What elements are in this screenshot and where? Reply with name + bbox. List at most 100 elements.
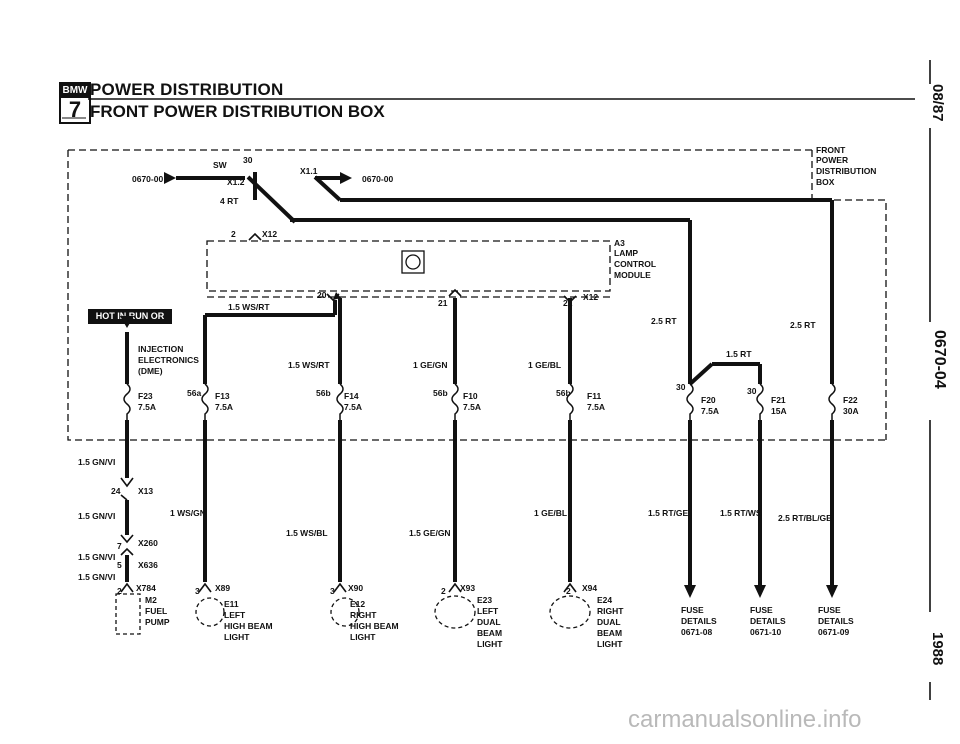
logo-brand: BMW bbox=[61, 84, 89, 98]
bmw-7-logo: BMW 7 bbox=[59, 82, 91, 124]
e24-line-4: LIGHT bbox=[597, 639, 623, 649]
wire-ge-gn-15: 1.5 GE/GN bbox=[409, 528, 451, 538]
box-label-3: DISTRIBUTION bbox=[816, 166, 876, 176]
switch-wire: 4 RT bbox=[220, 196, 239, 206]
wire-rt-bl-ge: 2.5 RT/BL/GE bbox=[778, 513, 832, 523]
switch-conn-pin: 2 bbox=[231, 229, 236, 239]
module-pin-22: 22 bbox=[563, 298, 573, 308]
page-title: POWER DISTRIBUTION bbox=[90, 80, 284, 99]
fuse-f14-id: F14 bbox=[344, 391, 359, 401]
fuse-f23-id: F23 bbox=[138, 391, 153, 401]
fuse-details-3-l2: DETAILS bbox=[818, 616, 854, 626]
m2-id: M2 bbox=[145, 595, 157, 605]
fuse-f13-id: F13 bbox=[215, 391, 230, 401]
x93-pin: 2 bbox=[441, 586, 446, 596]
fuse-f10-id: F10 bbox=[463, 391, 478, 401]
wire-ws-bl: 1.5 WS/BL bbox=[286, 528, 328, 538]
fuse-f11-amp: 7.5A bbox=[587, 402, 605, 412]
e23-line-1: LEFT bbox=[477, 606, 499, 616]
wire-rt-15: 1.5 RT bbox=[726, 349, 752, 359]
switch-x11: X1.1 bbox=[300, 166, 318, 176]
m2-line-1: FUEL bbox=[145, 606, 167, 616]
x94-id: X94 bbox=[582, 583, 597, 593]
fuse-f14-term: 56b bbox=[316, 388, 331, 398]
watermark: carmanualsonline.info bbox=[628, 706, 862, 733]
fuse-f13-amp: 7.5A bbox=[215, 402, 233, 412]
fuse-f11-term: 56b bbox=[556, 388, 571, 398]
module-label-4: MODULE bbox=[614, 270, 651, 280]
e12-line-2: HIGH BEAM bbox=[350, 621, 399, 631]
wire-rt-25a: 2.5 RT bbox=[651, 316, 677, 326]
x260-id: X260 bbox=[138, 538, 158, 548]
m2-line-2: PUMP bbox=[145, 617, 170, 627]
wire-ge-gn: 1 GE/GN bbox=[413, 360, 447, 370]
e23-line-2: DUAL bbox=[477, 617, 501, 627]
wire-ws-rt-mid: 1.5 WS/RT bbox=[288, 360, 330, 370]
wire-ws-gn: 1 WS/GN bbox=[170, 508, 206, 518]
fuse-f20-id: F20 bbox=[701, 395, 716, 405]
wire-gn-vi-2: 1.5 GN/VI bbox=[78, 511, 115, 521]
module-pin-20: 20 bbox=[317, 290, 327, 300]
e23-line-4: LIGHT bbox=[477, 639, 503, 649]
e24-line-1: RIGHT bbox=[597, 606, 624, 616]
dme-line-1: INJECTION bbox=[138, 344, 183, 354]
x90-pin: 3 bbox=[330, 586, 335, 596]
x784-pin: 2 bbox=[117, 586, 122, 596]
box-label-4: BOX bbox=[816, 177, 835, 187]
e12-id: E12 bbox=[350, 599, 365, 609]
e24-line-2: DUAL bbox=[597, 617, 621, 627]
dme-line-3: (DME) bbox=[138, 366, 163, 376]
e24-id: E24 bbox=[597, 595, 612, 605]
box-label-1: FRONT bbox=[816, 145, 846, 155]
x636-pin: 5 bbox=[117, 560, 122, 570]
fuse-details-3-l1: FUSE bbox=[818, 605, 841, 615]
wire-gn-vi-1: 1.5 GN/VI bbox=[78, 457, 115, 467]
x13-pin: 24 bbox=[111, 486, 121, 496]
wire-rt-ge: 1.5 RT/GE bbox=[648, 508, 688, 518]
wire-rt-ws: 1.5 RT/WS bbox=[720, 508, 762, 518]
module-label-2: LAMP bbox=[614, 248, 638, 258]
fuse-f13-term: 56a bbox=[187, 388, 201, 398]
fuse-f22-id: F22 bbox=[843, 395, 858, 405]
switch-sw: SW bbox=[213, 160, 228, 170]
module-label-3: CONTROL bbox=[614, 259, 656, 269]
fuse-f14-amp: 7.5A bbox=[344, 402, 362, 412]
wire-gn-vi-3: 1.5 GN/VI bbox=[78, 552, 115, 562]
fuse-f22-amp: 30A bbox=[843, 406, 859, 416]
fuse-f21-term: 30 bbox=[747, 386, 757, 396]
ref-right: 0670-00 bbox=[362, 174, 393, 184]
fuse-f10-amp: 7.5A bbox=[463, 402, 481, 412]
fuse-f20-term: 30 bbox=[676, 382, 686, 392]
fuse-f11-id: F11 bbox=[587, 391, 601, 401]
fuse-f21-id: F21 bbox=[771, 395, 786, 405]
x636-id: X636 bbox=[138, 560, 158, 570]
e24-line-3: BEAM bbox=[597, 628, 622, 638]
x89-id: X89 bbox=[215, 583, 230, 593]
e23-line-3: BEAM bbox=[477, 628, 502, 638]
box-label-2: POWER bbox=[816, 155, 848, 165]
x90-id: X90 bbox=[348, 583, 363, 593]
module-pin-21: 21 bbox=[438, 298, 448, 308]
e11-id: E11 bbox=[224, 599, 239, 609]
fuse-details-2-l3: 0671-10 bbox=[750, 627, 781, 637]
wire-rt-25b: 2.5 RT bbox=[790, 320, 816, 330]
switch-x12: X1.2 bbox=[227, 177, 245, 187]
x260-pin: 7 bbox=[117, 541, 122, 551]
wire-gn-vi-4: 1.5 GN/VI bbox=[78, 572, 115, 582]
switch-pin30: 30 bbox=[243, 155, 253, 165]
ref-left: 0670-00 bbox=[132, 174, 163, 184]
wire-ws-rt-top: 1.5 WS/RT bbox=[228, 302, 270, 312]
logo-series: 7 bbox=[68, 97, 82, 122]
x13-id: X13 bbox=[138, 486, 153, 496]
e23-id: E23 bbox=[477, 595, 492, 605]
fuse-details-1-l1: FUSE bbox=[681, 605, 704, 615]
e12-line-1: RIGHT bbox=[350, 610, 377, 620]
x784-id: X784 bbox=[136, 583, 156, 593]
wire-ge-bl: 1 GE/BL bbox=[528, 360, 561, 370]
page-subtitle: FRONT POWER DISTRIBUTION BOX bbox=[90, 102, 385, 121]
wire-ge-bl-low: 1 GE/BL bbox=[534, 508, 567, 518]
fuse-f21-amp: 15A bbox=[771, 406, 787, 416]
x93-id: X93 bbox=[460, 583, 475, 593]
fuse-details-3-l3: 0671-09 bbox=[818, 627, 849, 637]
